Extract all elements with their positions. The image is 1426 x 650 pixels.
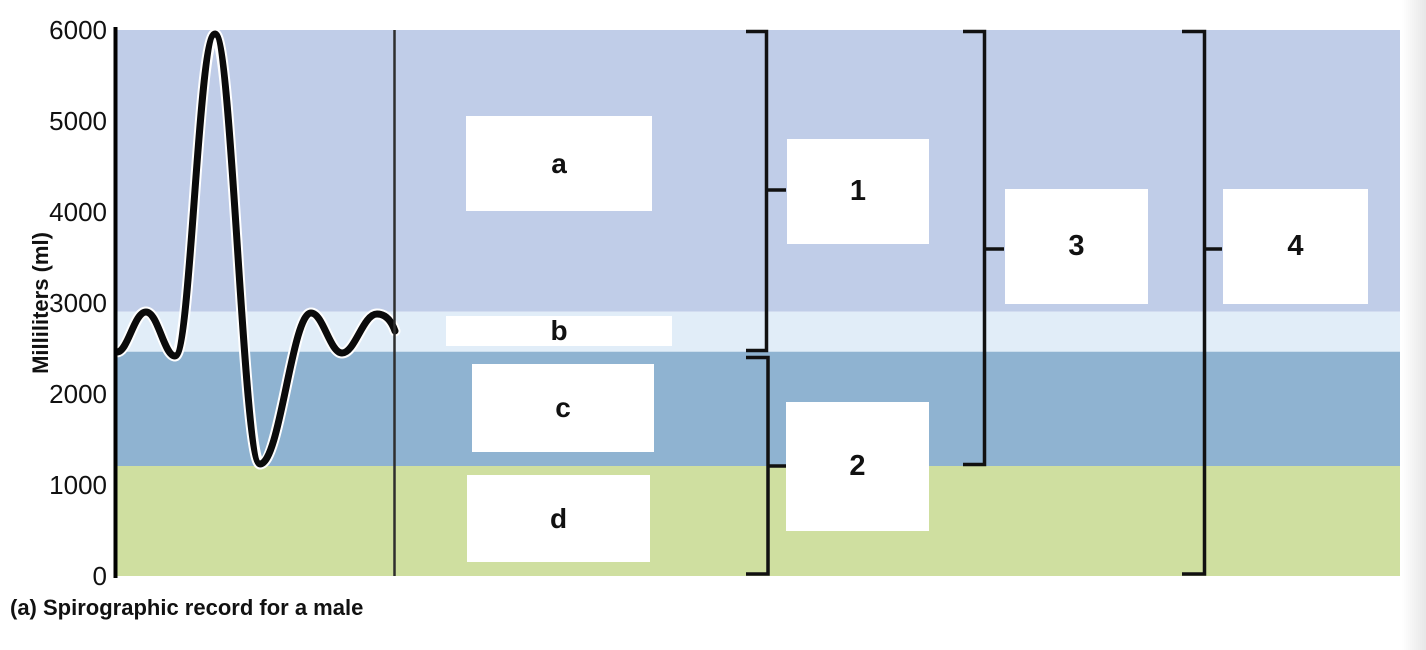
answer-box-d-label: d: [549, 502, 568, 534]
volume-band-lower: [117, 466, 1400, 576]
answer-box-4[interactable]: 4: [1223, 189, 1368, 304]
y-tick-0: 0: [92, 561, 107, 591]
bracket-4: [1182, 29, 1222, 576]
volume-band-mid: [117, 351, 1400, 466]
answer-box-a-label: a: [551, 147, 567, 179]
answer-box-2[interactable]: 2: [786, 402, 929, 531]
spirogram-trace: [113, 30, 399, 468]
answer-box-3-label: 3: [1068, 230, 1085, 262]
volume-band-upper: [117, 30, 1400, 312]
answer-box-c[interactable]: c: [472, 364, 654, 452]
y-tick-3000: 3000: [49, 288, 107, 318]
answer-box-b-label: b: [550, 315, 568, 346]
answer-box-c-label: c: [555, 392, 571, 423]
y-tick-4000: 4000: [49, 197, 107, 227]
bracket-1: [746, 29, 786, 353]
answer-box-d[interactable]: d: [467, 475, 650, 562]
y-tick-1000: 1000: [49, 470, 107, 500]
answer-box-1-label: 1: [849, 175, 867, 207]
answer-box-2-label: 2: [849, 450, 866, 482]
y-tick-6000: 6000: [49, 15, 107, 45]
answer-box-1[interactable]: 1: [787, 139, 929, 244]
answer-box-3[interactable]: 3: [1005, 189, 1148, 304]
answer-box-4-label: 4: [1287, 230, 1304, 262]
y-axis-title: Milliliters (ml): [28, 232, 54, 374]
figure-caption: (a) Spirographic record for a male: [10, 595, 364, 620]
y-tick-5000: 5000: [49, 106, 107, 136]
y-axis-title-container: Milliliters (ml): [12, 30, 70, 576]
bracket-2: [746, 355, 786, 576]
answer-box-a[interactable]: a: [466, 116, 652, 211]
y-tick-2000: 2000: [49, 379, 107, 409]
answer-box-b[interactable]: b: [446, 315, 672, 346]
bracket-3: [963, 29, 1004, 467]
